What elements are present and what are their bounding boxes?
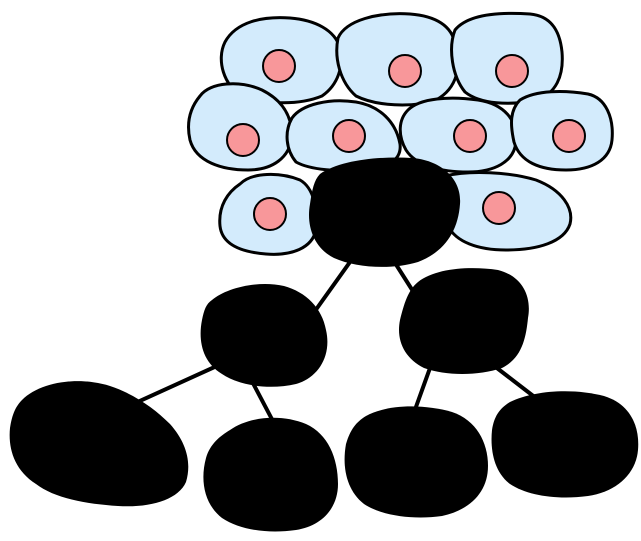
healthy-cell: [510, 90, 614, 172]
healthy-cell: [450, 11, 564, 105]
healthy-cell: [285, 99, 402, 173]
connector-line: [308, 253, 357, 320]
dark-mass-middle-right: [399, 268, 529, 374]
healthy-cells: [186, 11, 614, 256]
dark-mass-middle-left: [200, 283, 328, 387]
healthy-cell: [439, 171, 573, 252]
dark-mass-top: [309, 157, 461, 267]
dark-mass-bottom-1: [9, 381, 189, 507]
healthy-cell: [186, 82, 294, 172]
dark-mass-bottom-4: [491, 391, 639, 498]
dark-mass-bottom-3: [344, 406, 488, 518]
dark-mass-bottom-2: [203, 417, 338, 532]
healthy-cell: [398, 96, 518, 174]
healthy-cell: [218, 172, 318, 256]
healthy-cell: [335, 12, 460, 107]
dark-masses: [9, 157, 639, 532]
